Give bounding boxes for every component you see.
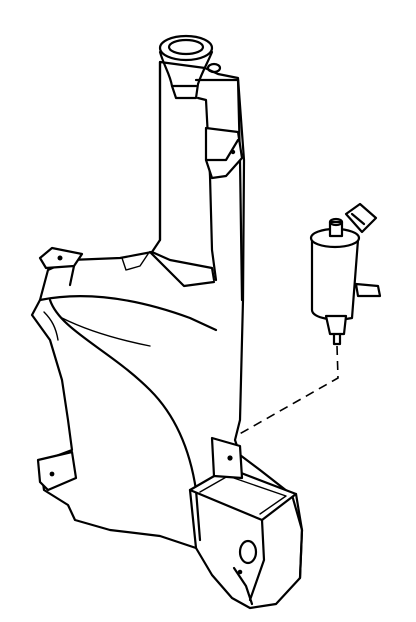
neck-ring xyxy=(206,62,222,74)
box-drain-spout xyxy=(232,566,254,606)
installation-leader-line xyxy=(235,345,339,437)
shoulder-ridge xyxy=(148,250,216,288)
filler-neck-tube xyxy=(158,50,214,100)
left-lower-tab-hole xyxy=(49,471,55,477)
pump-mount-box-rim xyxy=(199,475,287,515)
washer-reservoir xyxy=(30,34,304,610)
filler-neck-opening xyxy=(167,38,205,56)
pump-connector-slot xyxy=(350,212,366,226)
front-face-top xyxy=(38,295,218,332)
lower-bracket-hole xyxy=(227,455,233,461)
pump-terminal-cap xyxy=(328,217,344,227)
pump-inlet-tip xyxy=(332,332,342,346)
pump-inlet xyxy=(324,314,348,336)
upper-bracket-fold xyxy=(204,138,240,162)
tower-inner-edge xyxy=(196,96,218,282)
pump-grommet xyxy=(238,539,258,565)
upper-bracket-hole xyxy=(230,149,236,155)
front-face-contour2 xyxy=(43,311,59,341)
left-upper-tab-hole xyxy=(57,255,63,261)
washer-pump xyxy=(309,202,382,346)
pump-motor-body xyxy=(310,238,360,321)
front-face-curve xyxy=(48,298,202,542)
pump-connector xyxy=(344,202,378,234)
front-face-contour xyxy=(61,317,151,347)
pump-mount-box-inner xyxy=(248,518,266,602)
pump-outlet xyxy=(354,282,382,298)
left-upper-tab-stem xyxy=(68,264,76,287)
box-bottom-hole xyxy=(237,569,243,575)
shoulder-groove xyxy=(121,253,149,271)
shoulder-top-face xyxy=(150,250,216,282)
pump-mount-box-right xyxy=(294,492,304,580)
pump-mount-box-front xyxy=(188,488,198,550)
lower-bracket xyxy=(210,436,244,480)
left-lower-tab xyxy=(36,450,78,492)
